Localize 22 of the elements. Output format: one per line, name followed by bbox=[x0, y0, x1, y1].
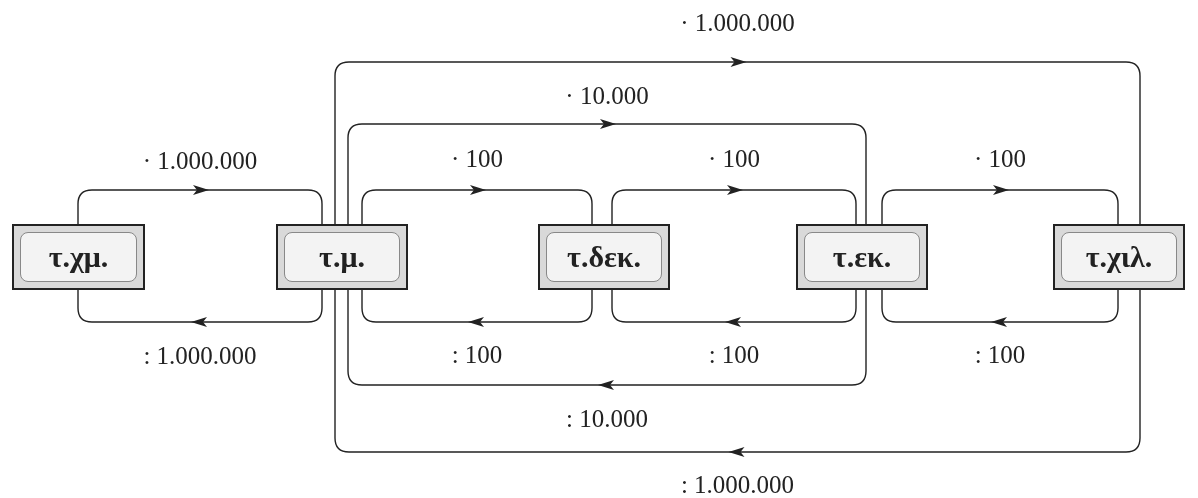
unit-box bbox=[276, 224, 408, 290]
unit-box bbox=[538, 224, 670, 290]
arrow bbox=[77, 289, 323, 327]
arrow bbox=[361, 289, 593, 327]
arrow bbox=[611, 185, 857, 225]
arrow bbox=[334, 289, 1141, 457]
arrow bbox=[77, 185, 323, 225]
arrow bbox=[361, 185, 593, 225]
arrow bbox=[334, 57, 1141, 225]
unit-box bbox=[1053, 224, 1185, 290]
unit-label: τ.εκ. bbox=[832, 242, 892, 272]
arrow bbox=[881, 185, 1119, 225]
arrow bbox=[347, 119, 867, 225]
unit-box bbox=[796, 224, 928, 290]
unit-label: τ.χιλ. bbox=[1085, 242, 1153, 272]
unit-label: τ.μ. bbox=[319, 242, 365, 272]
unit-label: τ.δεκ. bbox=[567, 242, 641, 272]
arrow bbox=[611, 289, 857, 327]
arrow bbox=[347, 289, 867, 390]
arrow bbox=[881, 289, 1119, 327]
unit-label: τ.χμ. bbox=[48, 242, 109, 272]
unit-box bbox=[12, 224, 145, 290]
